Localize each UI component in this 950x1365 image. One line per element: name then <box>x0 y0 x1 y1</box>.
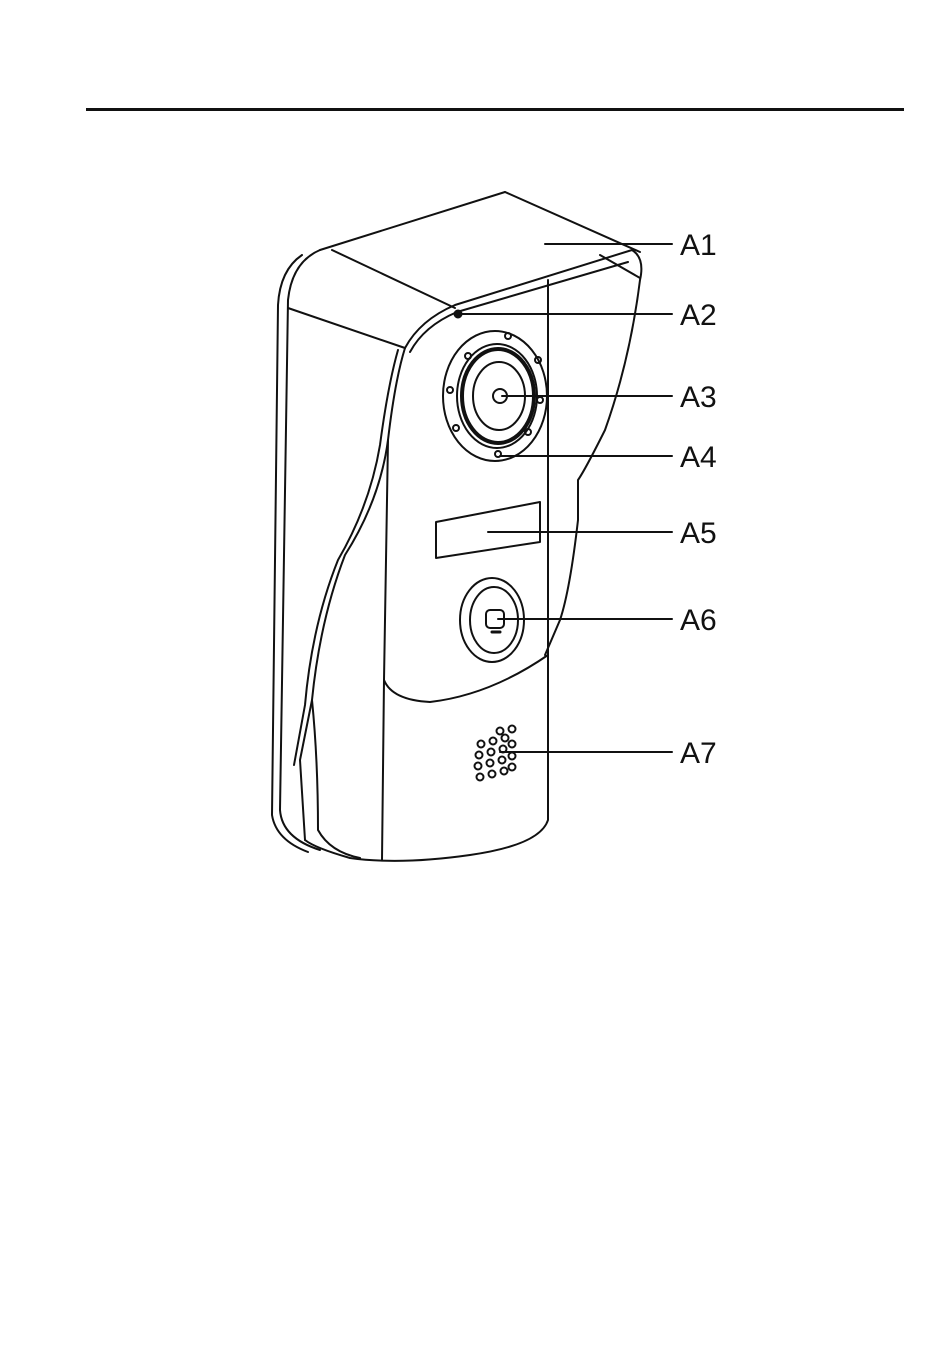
front-panel <box>305 440 548 861</box>
callout-a4: A4 <box>680 441 717 474</box>
callout-a1: A1 <box>680 229 717 262</box>
callout-a7: A7 <box>680 737 717 770</box>
name-plate <box>436 502 540 558</box>
callout-a3: A3 <box>680 381 717 414</box>
callout-a6: A6 <box>680 604 717 637</box>
callout-labels: A1 A2 A3 A4 A5 A6 A7 <box>680 229 717 770</box>
callout-a2: A2 <box>680 299 717 332</box>
callout-a5: A5 <box>680 517 717 550</box>
leader-lines <box>460 244 672 752</box>
